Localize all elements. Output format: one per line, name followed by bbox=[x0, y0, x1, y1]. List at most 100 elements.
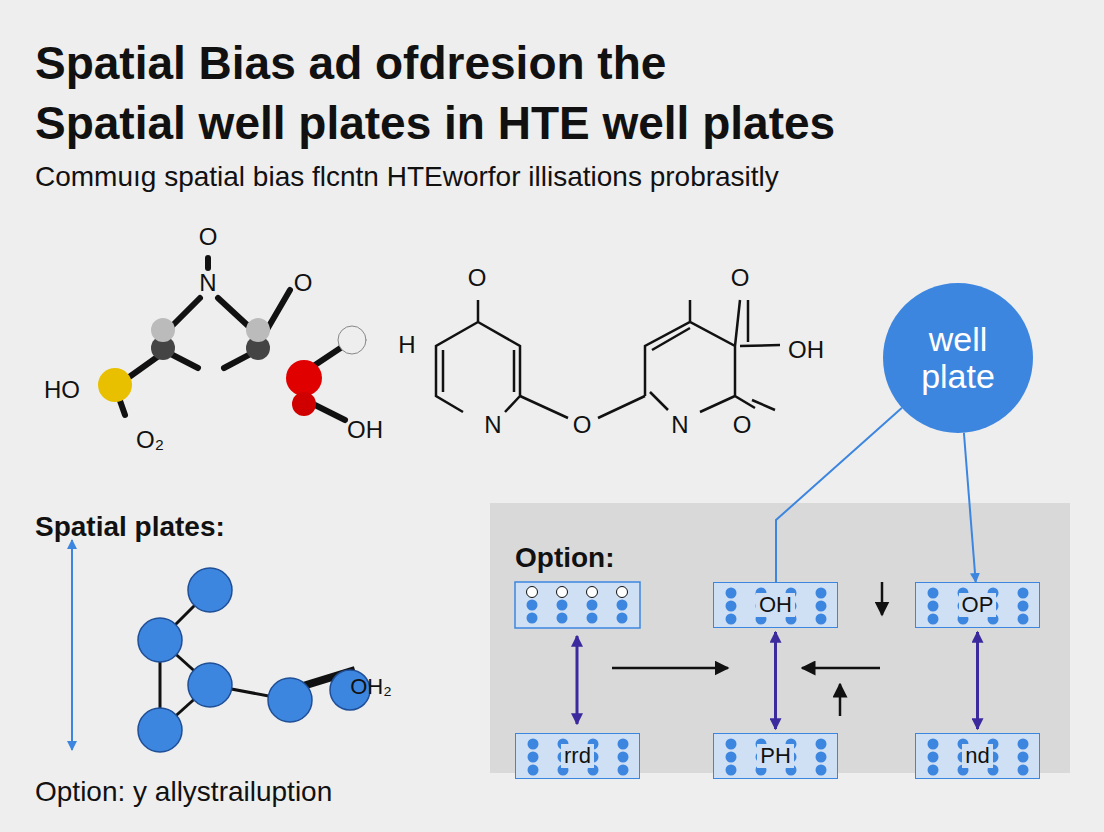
well-dot bbox=[617, 587, 628, 598]
skeletal-molecule bbox=[436, 300, 520, 412]
flow-arrow bbox=[612, 667, 728, 670]
well-plate: rrd bbox=[515, 733, 640, 779]
node-graph-figure bbox=[138, 568, 370, 752]
atom-label: N bbox=[671, 412, 688, 438]
ball-stick-molecule bbox=[98, 258, 366, 420]
atom-label: O bbox=[733, 412, 752, 438]
well-dot bbox=[726, 601, 737, 612]
atom-label: N bbox=[484, 412, 501, 438]
ball-stick-molecule bbox=[338, 326, 366, 354]
well-dot bbox=[726, 739, 737, 750]
connector-line bbox=[976, 632, 979, 729]
well-dot bbox=[816, 765, 827, 776]
well-dot bbox=[527, 600, 538, 611]
node-graph-figure bbox=[72, 540, 370, 752]
well-dot bbox=[528, 739, 539, 750]
well-dot bbox=[816, 752, 827, 763]
ball-stick-molecule bbox=[286, 360, 322, 396]
well-dot bbox=[928, 765, 939, 776]
well-dot bbox=[618, 765, 629, 776]
skeletal-molecule bbox=[443, 350, 514, 392]
well-dot bbox=[618, 752, 629, 763]
flow-arrow bbox=[576, 636, 579, 724]
well-dot bbox=[1018, 739, 1029, 750]
well-dot bbox=[1018, 765, 1029, 776]
well-dot bbox=[527, 613, 538, 624]
atom-label: N bbox=[199, 270, 216, 296]
node-label: rrd bbox=[561, 744, 594, 768]
well-dot bbox=[528, 765, 539, 776]
note-text: Option: y allystrailuption bbox=[35, 777, 332, 808]
node-graph-figure bbox=[268, 678, 312, 722]
node-label: OH bbox=[756, 593, 795, 617]
well-dot bbox=[726, 614, 737, 625]
node-graph-figure bbox=[160, 590, 355, 730]
well-dot bbox=[928, 588, 939, 599]
note-text: Spatial plates: bbox=[35, 512, 225, 543]
node-graph-figure bbox=[71, 540, 73, 750]
well-dot bbox=[587, 587, 598, 598]
plate-circle: well plate bbox=[883, 283, 1033, 433]
flow-arrow bbox=[577, 582, 882, 724]
atom-label: OH bbox=[347, 417, 383, 443]
plate-icon bbox=[515, 582, 640, 628]
well-dot bbox=[587, 613, 598, 624]
atom-label: H bbox=[398, 332, 415, 358]
node-label: well plate bbox=[898, 321, 1018, 396]
well-dot bbox=[726, 752, 737, 763]
well-plate: OP bbox=[915, 582, 1040, 628]
panel-heading: Option: bbox=[515, 543, 615, 574]
well-dot bbox=[617, 613, 628, 624]
flow-arrow bbox=[881, 582, 884, 615]
well-dot bbox=[557, 613, 568, 624]
well-dot bbox=[1018, 588, 1029, 599]
plate-icon bbox=[515, 582, 640, 628]
well-plate: nd bbox=[915, 733, 1040, 779]
well-dot bbox=[587, 600, 598, 611]
ball-stick-molecule bbox=[292, 392, 316, 416]
node-label: PH bbox=[757, 744, 794, 768]
node-label: OP bbox=[959, 593, 997, 617]
well-dot bbox=[928, 739, 939, 750]
well-dot bbox=[618, 739, 629, 750]
well-dot bbox=[1018, 752, 1029, 763]
atom-label: OH bbox=[788, 337, 824, 363]
atom-label: HO bbox=[44, 377, 80, 403]
ball-stick-molecule bbox=[98, 368, 132, 402]
connector-line bbox=[774, 632, 777, 729]
atom-label: O₂ bbox=[136, 427, 164, 453]
atom-label: O bbox=[731, 265, 750, 291]
well-plate: PH bbox=[713, 733, 838, 779]
flow-arrow bbox=[802, 667, 880, 670]
well-dot bbox=[527, 587, 538, 598]
well-dot bbox=[816, 739, 827, 750]
heading-text: Commuıg spatial bias flcntn HTEworfor il… bbox=[35, 162, 779, 193]
atom-label: O bbox=[468, 265, 487, 291]
node-graph-figure bbox=[188, 663, 232, 707]
well-dot bbox=[1018, 614, 1029, 625]
atom-label: O bbox=[294, 270, 313, 296]
ball-stick-molecule bbox=[151, 318, 175, 342]
atom-label: OH₂ bbox=[350, 675, 392, 699]
well-dot bbox=[816, 614, 827, 625]
flow-arrow bbox=[839, 684, 842, 716]
heading-text: Spatial well plates in HTE well plates bbox=[35, 98, 835, 149]
well-dot bbox=[816, 588, 827, 599]
atom-label: O bbox=[573, 412, 592, 438]
circle-outline bbox=[883, 283, 1033, 433]
well-dot bbox=[528, 752, 539, 763]
well-dot bbox=[928, 601, 939, 612]
ball-stick-molecule bbox=[246, 318, 270, 342]
well-dot bbox=[617, 600, 628, 611]
ball-stick-molecule bbox=[205, 258, 211, 268]
title-text: Spatial Bias ad ofdresion the bbox=[35, 38, 666, 89]
well-dot bbox=[557, 600, 568, 611]
connector-line bbox=[964, 433, 976, 582]
connector-line bbox=[776, 408, 902, 582]
well-dot bbox=[726, 765, 737, 776]
node-graph-figure bbox=[138, 618, 182, 662]
well-dot bbox=[557, 587, 568, 598]
well-plate: OH bbox=[713, 582, 838, 628]
options-panel: Option:OHOPrrdPHnd bbox=[490, 503, 1070, 773]
skeletal-molecule bbox=[652, 300, 780, 410]
